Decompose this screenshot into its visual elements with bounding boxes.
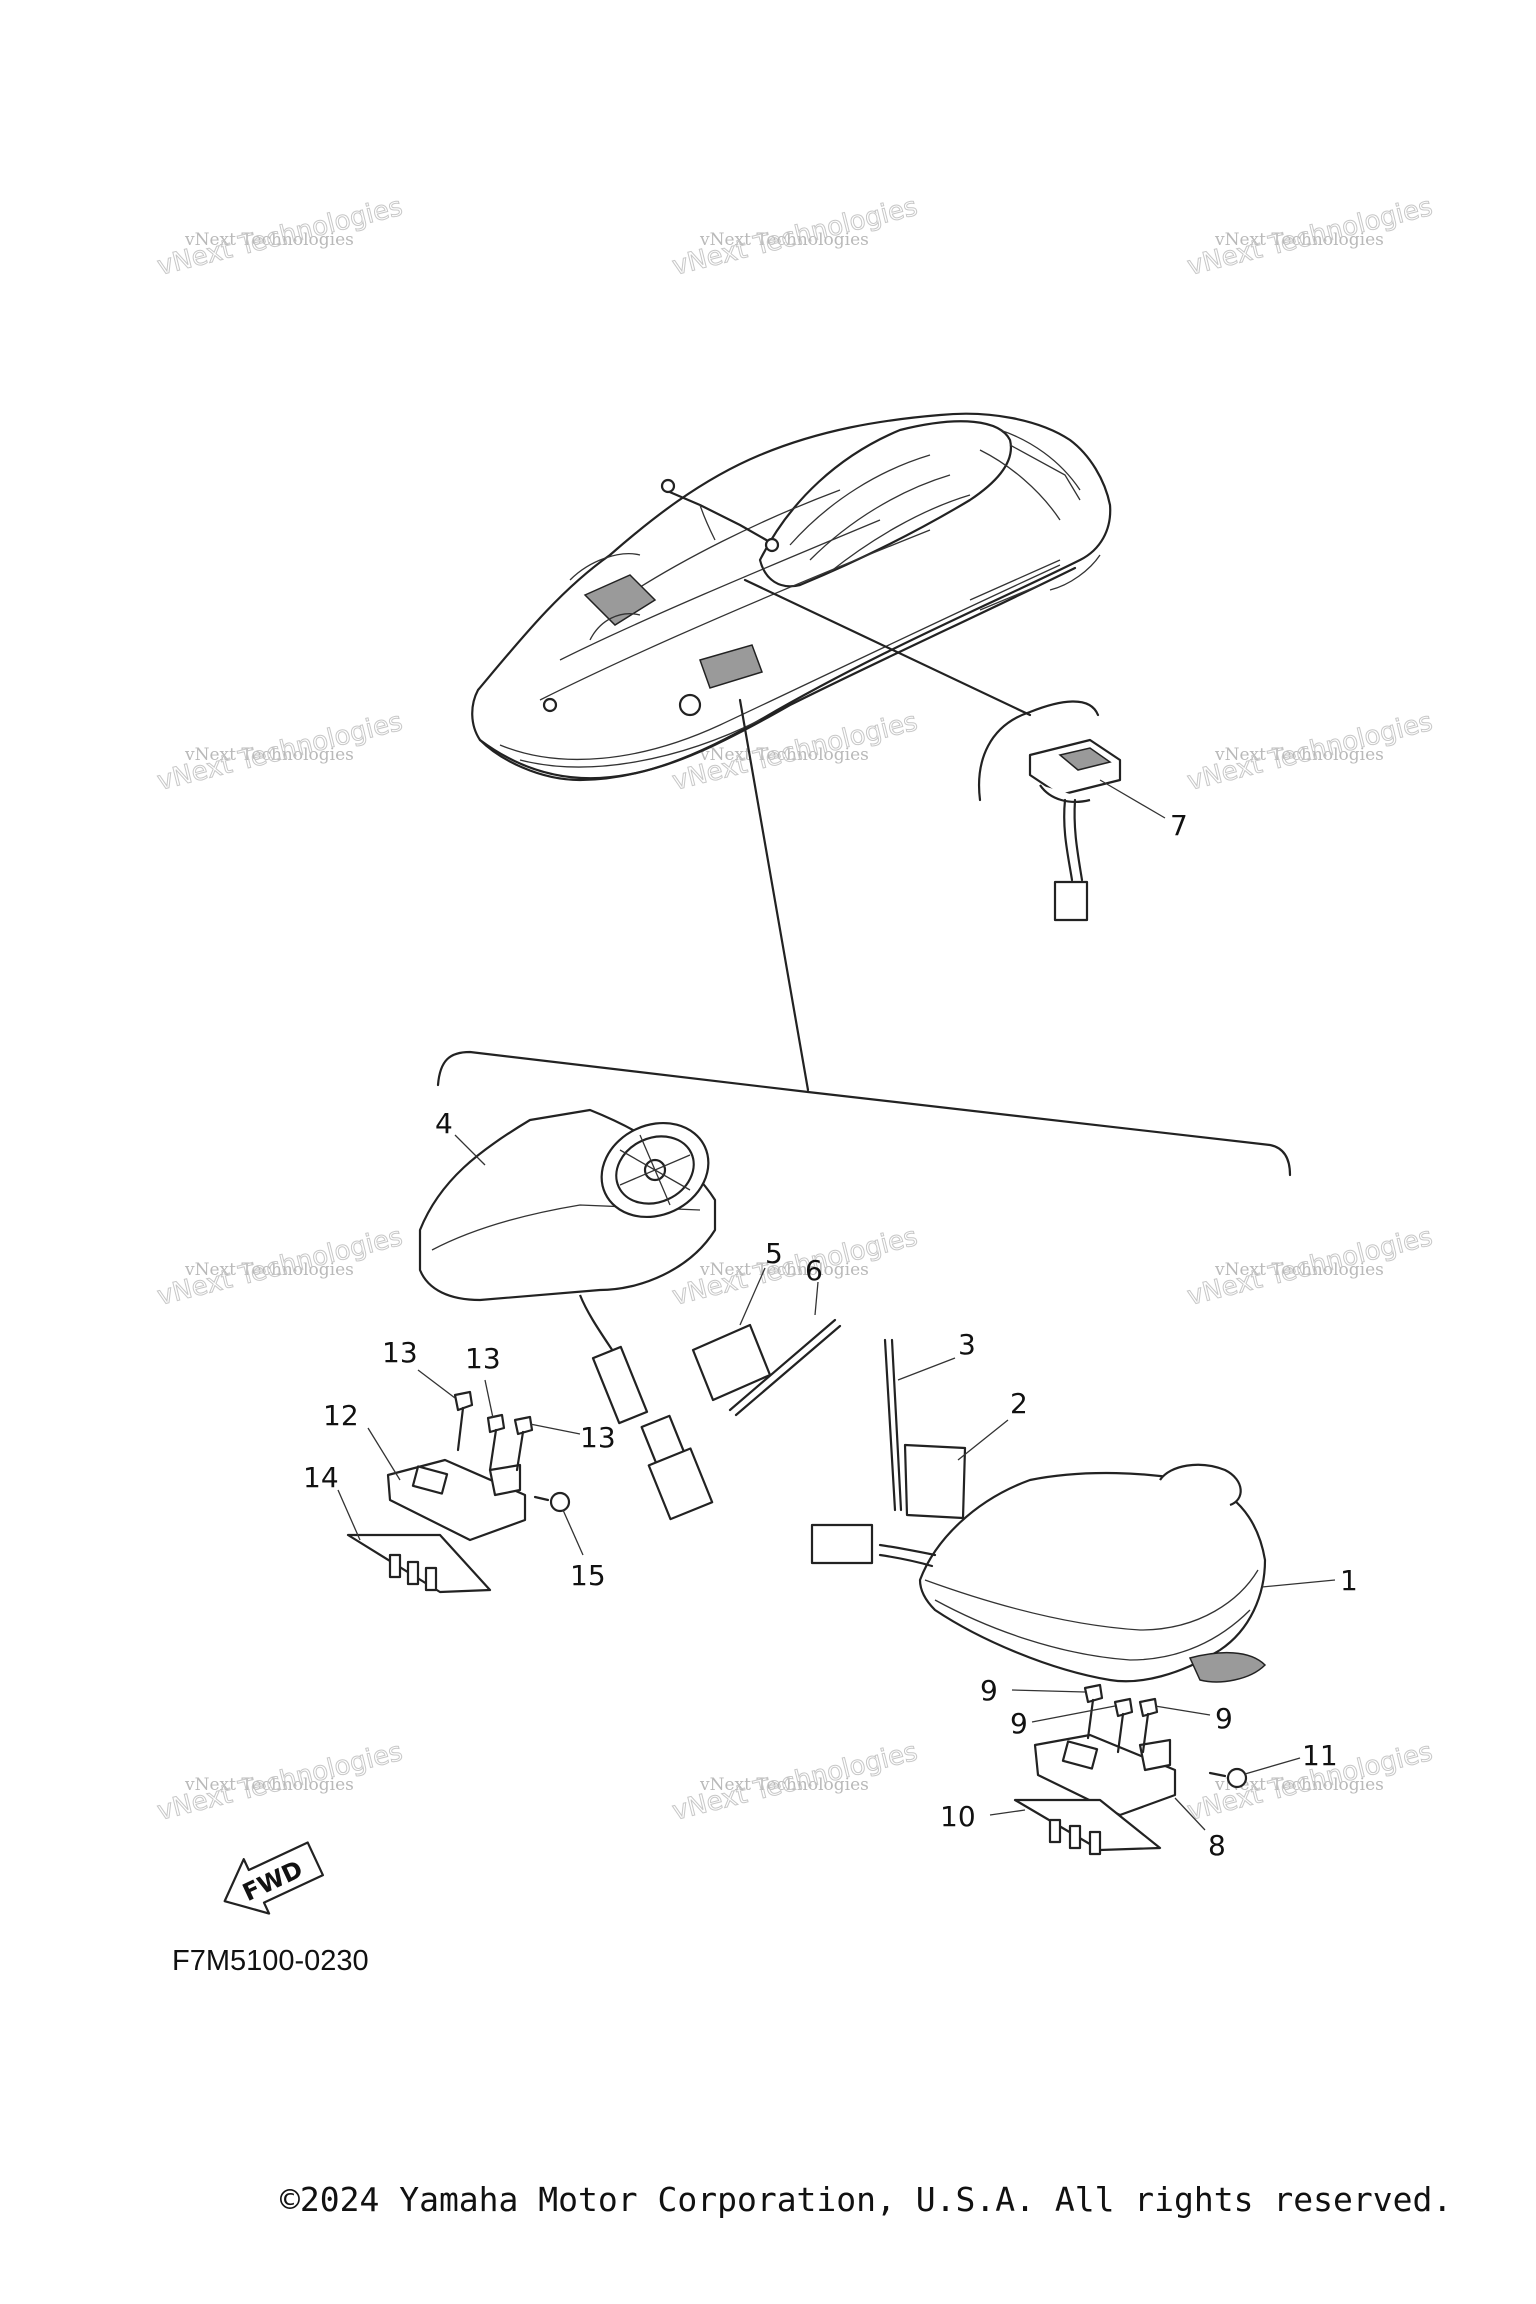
svg-text:vNext Technologies: vNext Technologies bbox=[1214, 1260, 1384, 1280]
callout-9a: 9 bbox=[980, 1674, 998, 1707]
callout-3: 3 bbox=[958, 1328, 976, 1361]
part-plate-14 bbox=[346, 1533, 492, 1594]
callout-11: 11 bbox=[1302, 1739, 1338, 1772]
svg-text:vNext Technologies: vNext Technologies bbox=[184, 1260, 354, 1280]
callout-13c: 13 bbox=[580, 1421, 616, 1454]
callout-5: 5 bbox=[765, 1237, 783, 1270]
watermark: vNext Technologies vNext Technologies bbox=[154, 706, 406, 797]
svg-text:vNext Technologies: vNext Technologies bbox=[699, 230, 869, 250]
callout-15: 15 bbox=[570, 1559, 606, 1592]
part-screw-15 bbox=[533, 1491, 571, 1513]
part-pad-5 bbox=[691, 1323, 772, 1402]
part-rod-6 bbox=[728, 1318, 842, 1417]
svg-text:vNext Technologies: vNext Technologies bbox=[699, 1775, 869, 1795]
part-bolt-13b bbox=[486, 1413, 506, 1472]
leader-line bbox=[738, 698, 810, 1092]
callout-7: 7 bbox=[1170, 809, 1188, 842]
watercraft-overview bbox=[471, 412, 1112, 782]
svg-text:vNext Technologies: vNext Technologies bbox=[1214, 1775, 1384, 1795]
watermark: vNext Technologies vNext Technologies bbox=[669, 191, 921, 282]
part-bolt-13a bbox=[453, 1390, 474, 1452]
watermark: vNext Technologies vNext Technologies bbox=[1184, 191, 1436, 282]
part-bolt-9a bbox=[1083, 1683, 1104, 1740]
part-rod-3 bbox=[883, 1338, 903, 1512]
copyright-notice: ©2024 Yamaha Motor Corporation, U.S.A. A… bbox=[280, 2180, 1453, 2219]
callout-13b: 13 bbox=[465, 1342, 501, 1375]
callouts: 1 2 3 4 5 6 7 8 9 9 9 10 11 12 13 13 13 … bbox=[303, 809, 1358, 1862]
callout-12: 12 bbox=[323, 1399, 359, 1432]
svg-text:vNext Technologies: vNext Technologies bbox=[1214, 230, 1384, 250]
watermark: vNext Technologies vNext Technologies bbox=[154, 1736, 406, 1827]
callout-9b: 9 bbox=[1010, 1707, 1028, 1740]
callout-9c: 9 bbox=[1215, 1702, 1233, 1735]
callout-10: 10 bbox=[940, 1800, 976, 1833]
watermark: vNext Technologies vNext Technologies bbox=[1184, 1221, 1436, 1312]
callout-6: 6 bbox=[805, 1254, 823, 1287]
callout-8: 8 bbox=[1208, 1829, 1226, 1862]
callout-leaders bbox=[337, 779, 1336, 1831]
svg-text:vNext Technologies: vNext Technologies bbox=[699, 1260, 869, 1280]
svg-text:vNext Technologies: vNext Technologies bbox=[1214, 745, 1384, 765]
svg-text:vNext Technologies: vNext Technologies bbox=[184, 745, 354, 765]
svg-text:vNext Technologies: vNext Technologies bbox=[699, 745, 869, 765]
svg-text:vNext Technologies: vNext Technologies bbox=[184, 1775, 354, 1795]
callout-14: 14 bbox=[303, 1461, 339, 1494]
part-housing-1 bbox=[810, 1463, 1267, 1683]
part-bracket-12 bbox=[386, 1458, 527, 1542]
leader-line bbox=[743, 578, 1032, 717]
callout-2: 2 bbox=[1010, 1387, 1028, 1420]
callout-4: 4 bbox=[435, 1107, 453, 1140]
part-bracket-8 bbox=[1033, 1733, 1177, 1817]
part-bolt-9c bbox=[1138, 1697, 1159, 1754]
watermark: vNext Technologies vNext Technologies bbox=[154, 191, 406, 282]
svg-text:vNext Technologies: vNext Technologies bbox=[184, 230, 354, 250]
fwd-arrow-icon: FWD bbox=[223, 1841, 325, 1915]
callout-1: 1 bbox=[1340, 1564, 1358, 1597]
figure-id: F7M5100-0230 bbox=[172, 1945, 369, 1977]
callout-13a: 13 bbox=[382, 1336, 418, 1369]
exploded-bracket bbox=[436, 1050, 1292, 1177]
watermark: vNext Technologies vNext Technologies bbox=[1184, 706, 1436, 797]
part-bolt-9b bbox=[1113, 1697, 1134, 1754]
watermark: vNext Technologies vNext Technologies bbox=[669, 706, 921, 797]
part-bolt-13c bbox=[513, 1415, 534, 1472]
part-housing-4 bbox=[418, 1108, 717, 1521]
part-plate-10 bbox=[1013, 1798, 1162, 1856]
part-switch-7 bbox=[1028, 738, 1122, 922]
watermark: vNext Technologies vNext Technologies bbox=[669, 1736, 921, 1827]
part-pad-2 bbox=[903, 1443, 967, 1520]
part-screw-11 bbox=[1208, 1767, 1248, 1789]
watermark: vNext Technologies vNext Technologies bbox=[154, 1221, 406, 1312]
detail-bracket bbox=[978, 700, 1100, 802]
